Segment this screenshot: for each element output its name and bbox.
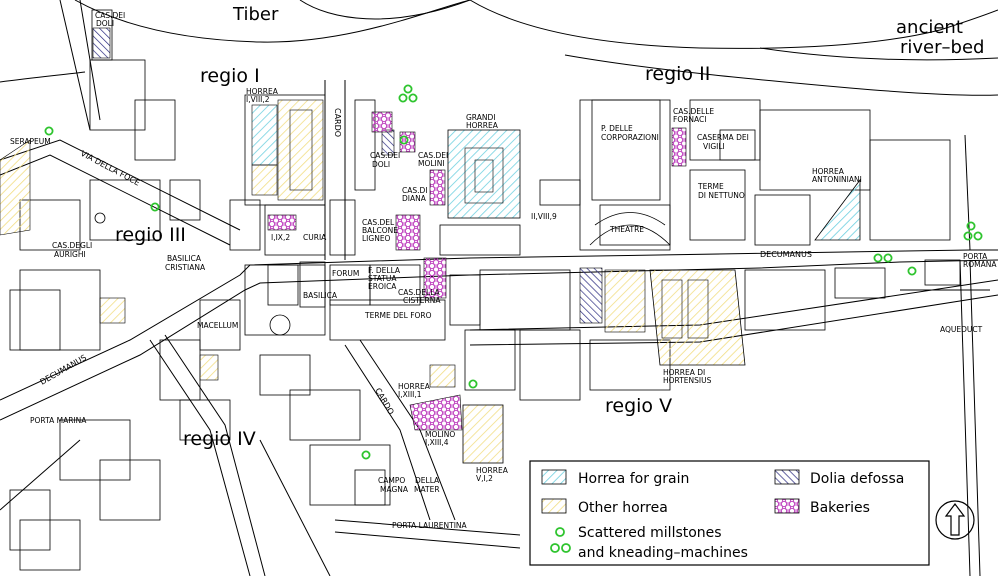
horrea-antoniniani-label-1: HORREA (812, 167, 845, 176)
horrea-antoniniani-label-2: ANTONINIANI (812, 175, 862, 184)
regio-5-label: regio V (605, 395, 672, 417)
cas-dei-molini-label-1: CAS.DEI (418, 151, 448, 160)
legend: Horrea for grain Other horrea Scattered … (529, 460, 930, 566)
cas-del-balcone-label-2: BALCONE (362, 226, 398, 235)
decumanus-road (0, 249, 998, 421)
grandi-horrea-label-2: HORREA (466, 121, 499, 130)
f-della-statua-label-1: F. DELLA (368, 266, 401, 275)
cas-della-cisterna-label-1: CAS.DELLA (398, 288, 441, 297)
legend-horrea-grain: Horrea for grain (578, 471, 689, 487)
regio-3-label: regio III (115, 224, 186, 246)
basilica-cristiana-label-2: CRISTIANA (165, 263, 206, 272)
legend-millstones-2: and kneading–machines (578, 545, 748, 561)
dolia-defossa-areas (92, 27, 603, 324)
forum-label: FORUM (332, 269, 359, 278)
cas-delle-fornaci-label-1: CAS.DELLE (673, 107, 714, 116)
campo-magna-mater-label-2: DELLA (415, 476, 440, 485)
cas-degli-aurighi-label-1: CAS.DEGLI (52, 241, 92, 250)
porta-romana-label-1: PORTA (963, 252, 988, 261)
porta-romana-label-2: ROMANA (963, 260, 997, 269)
horrea-grain-areas (251, 104, 861, 241)
legend-dolia-swatch (774, 469, 800, 485)
basilica-cristiana-label-1: BASILICA (167, 254, 202, 263)
regio-2-label: regio II (645, 63, 710, 85)
serapeum-label: SERAPEUM (10, 137, 51, 146)
other-horrea-areas (0, 99, 746, 464)
cas-degli-aurighi-label-2: AURIGHI (54, 250, 86, 259)
f-della-statua-label-3: EROICA (368, 282, 397, 291)
campo-magna-mater-label-3: MAGNA (380, 485, 409, 494)
caserma-dei-vigili-label-2: VIGILI (703, 142, 725, 151)
horrea-i-xiii-1-label-2: I,XIII,1 (398, 390, 422, 399)
terme-di-nettuno-label-1: TERME (697, 182, 724, 191)
molino-label-2: I,XIII,4 (425, 438, 449, 447)
theatre-label: THEATRE (609, 225, 644, 234)
legend-other-horrea: Other horrea (578, 500, 668, 516)
legend-dolia-defossa: Dolia defossa (810, 471, 904, 487)
map-labels: Tiber ancient river–bed regio I regio II… (10, 4, 997, 530)
campo-magna-mater-label-4: MATER (414, 485, 440, 494)
cardo-south-label: CARDO (373, 387, 395, 417)
cas-dei-doli-top-label-2: DOLI (96, 19, 114, 28)
cas-della-cisterna-label-2: CISTERNA (403, 296, 441, 305)
decumanus-east-label: DECUMANUS (760, 250, 812, 259)
cas-delle-fornaci-label-2: FORNACI (673, 115, 707, 124)
cas-di-diana-label-1: CAS.DI (402, 186, 428, 195)
horrea-di-hortensius-label-1: HORREA DI (663, 368, 705, 377)
p-delle-corporazioni-label-1: P. DELLE (601, 124, 633, 133)
cardo-north-label: CARDO (333, 108, 342, 137)
legend-other-swatch (541, 498, 567, 514)
terme-di-nettuno-label-2: DI NETTUNO (698, 191, 745, 200)
bakery-areas (267, 111, 687, 431)
via-della-foce-label: VIA DELLA FOCE (79, 149, 141, 188)
i-ix-2-label: I,IX,2 (271, 233, 290, 242)
horrea-v-i-2-label-1: HORREA (476, 466, 509, 475)
porta-marina-label: PORTA MARINA (30, 416, 87, 425)
horrea-i-viii-2-label-2: I,VIII,2 (246, 95, 270, 104)
campo-magna-mater-label-1: CAMPO (378, 476, 405, 485)
millstone-markers (44, 84, 983, 460)
legend-millstones-1: Scattered millstones (578, 525, 722, 541)
legend-bakery-swatch (774, 498, 800, 514)
legend-millstone-swatch (550, 527, 571, 553)
horrea-i-xiii-1-label-1: HORREA (398, 382, 431, 391)
cas-dei-doli-label-2: DOLI (372, 160, 390, 169)
regio-4-label: regio IV (183, 428, 256, 450)
cas-dei-doli-label-1: CAS.DEI (370, 151, 400, 160)
p-delle-corporazioni-label-2: CORPORAZIONI (601, 133, 659, 142)
riverbed-label-1: ancient (896, 17, 963, 38)
cas-di-diana-label-2: DIANA (402, 194, 427, 203)
decumanus-west-label: DECUMANUS (39, 353, 88, 387)
aqueduct-label: AQUEDUCT (940, 325, 983, 334)
ii-viii-9-label: II,VIII,9 (531, 212, 557, 221)
north-arrow-icon (935, 500, 975, 540)
grandi-horrea-label-1: GRANDI (466, 113, 495, 122)
tiber-label: Tiber (232, 4, 279, 25)
cas-del-balcone-label-3: LIGNEO (362, 234, 391, 243)
molino-label-1: MOLINO (425, 430, 455, 439)
terme-del-foro-label: TERME DEL FORO (364, 311, 432, 320)
macellum-label: MACELLUM (197, 321, 238, 330)
cas-del-balcone-label-1: CAS.DEL (362, 218, 395, 227)
river-lines (0, 0, 998, 96)
horrea-v-i-2-label-2: V,I,2 (476, 474, 493, 483)
legend-bakeries: Bakeries (810, 500, 870, 516)
cas-dei-molini-label-2: MOLINI (418, 159, 445, 168)
horrea-i-viii-2-label-1: HORREA (246, 87, 279, 96)
basilica-label: BASILICA (303, 291, 338, 300)
curia-label: CURIA (303, 233, 327, 242)
riverbed-label-2: river–bed (900, 37, 984, 58)
f-della-statua-label-2: STATUA (368, 274, 397, 283)
porta-laurentina-label: PORTA LAURENTINA (392, 521, 468, 530)
cas-dei-doli-top-label-1: CAS.DEI (95, 11, 125, 20)
legend-grain-swatch (541, 469, 567, 485)
caserma-dei-vigili-label-1: CASERMA DEI (697, 133, 749, 142)
horrea-di-hortensius-label-2: HORTENSIUS (663, 376, 712, 385)
regio-1-label: regio I (200, 65, 260, 87)
